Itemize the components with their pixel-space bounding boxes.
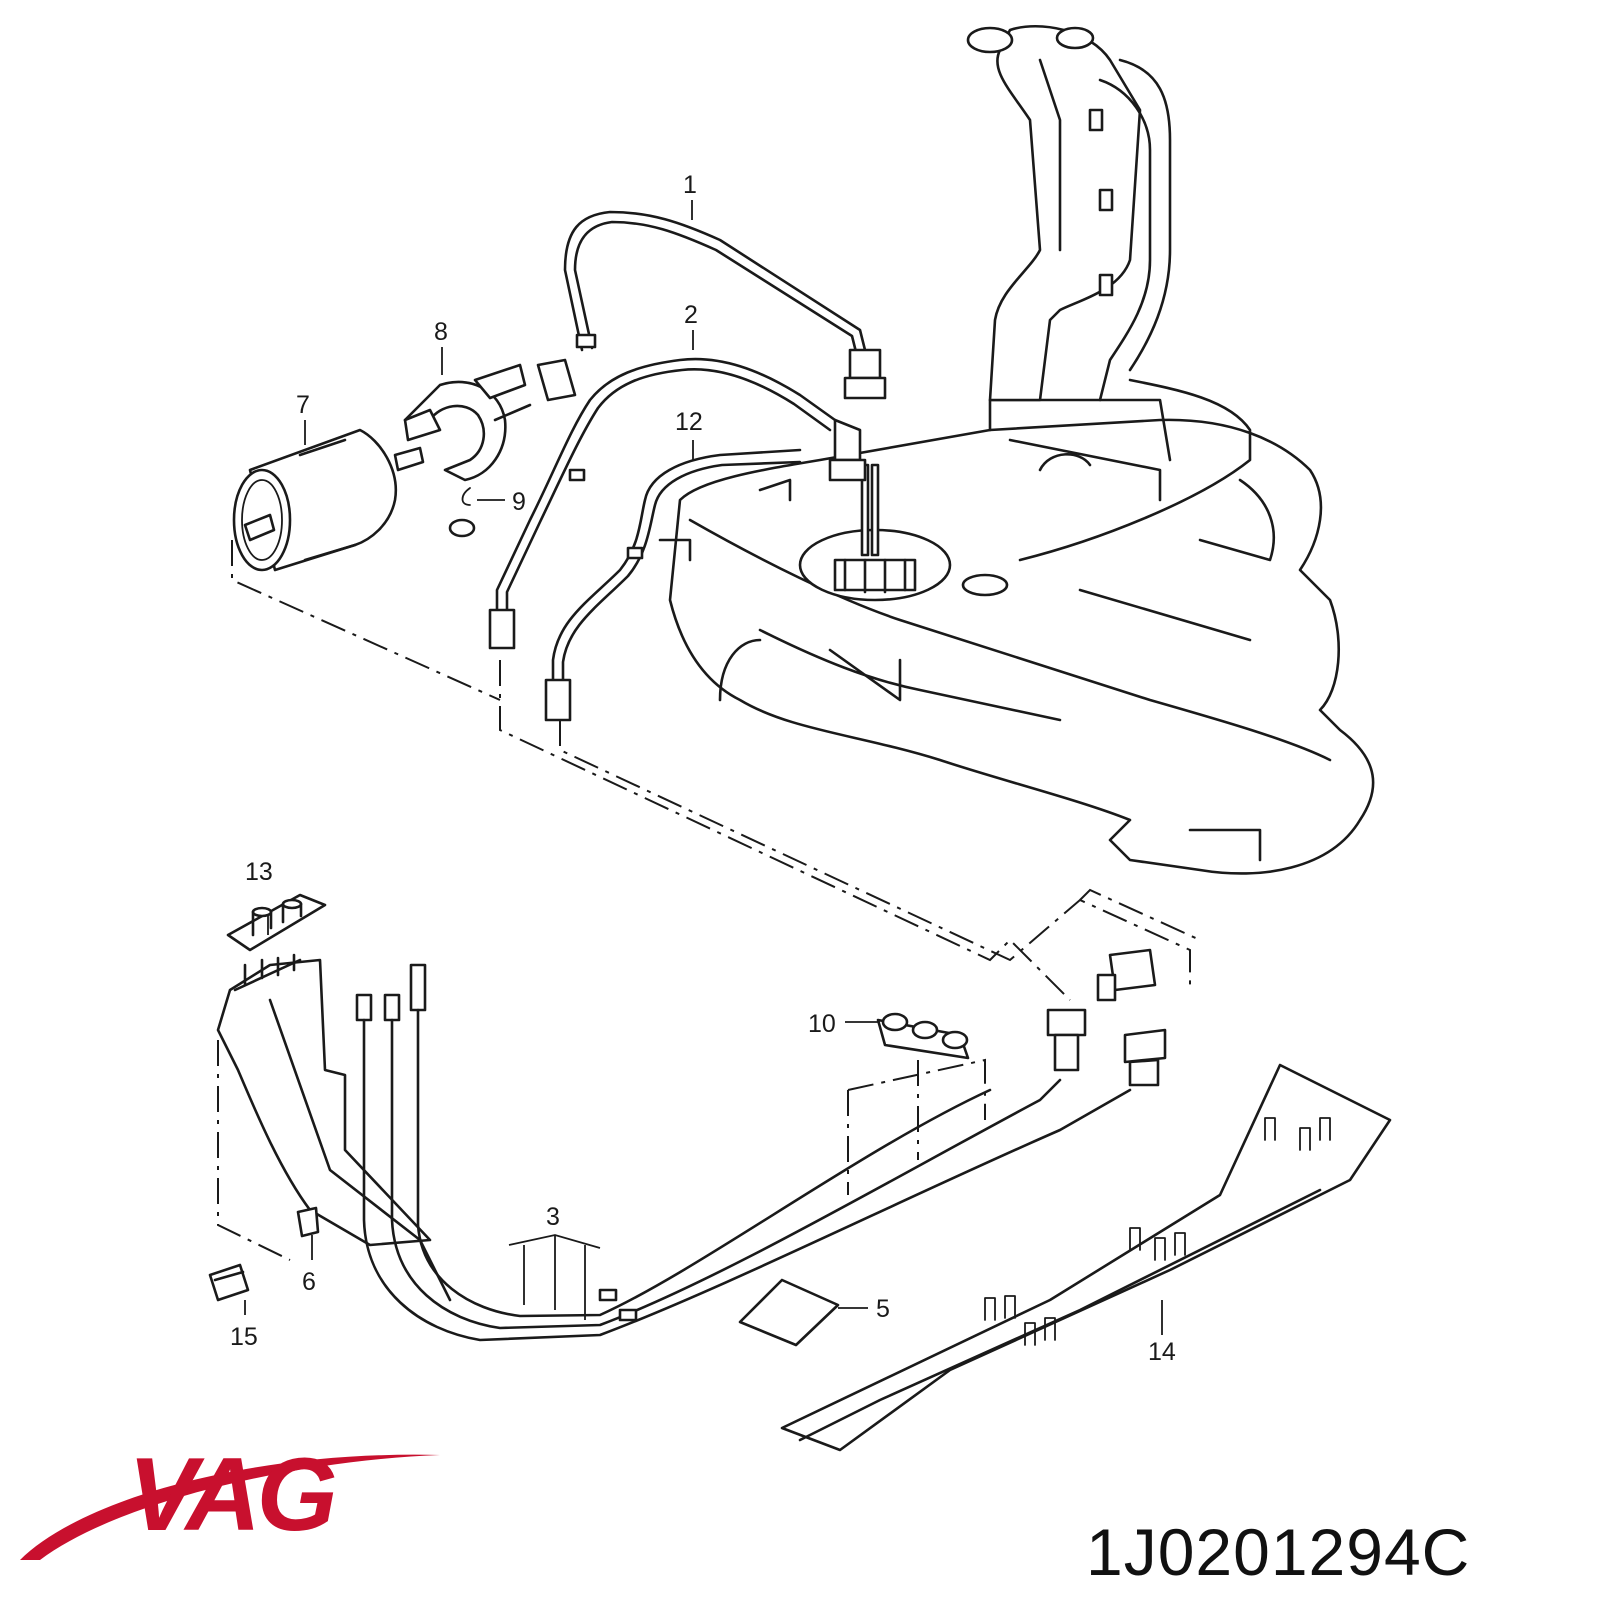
connectors-lower-right xyxy=(1046,948,1167,1087)
logo-swoosh xyxy=(20,1454,440,1560)
assembly-guide-lines xyxy=(217,540,1201,1261)
filter-bracket xyxy=(403,358,577,482)
pad-5 xyxy=(738,1278,840,1347)
fuel-line-1 xyxy=(563,210,887,400)
callout-labels: 1 2 12 7 8 9 10 13 3 5 6 15 14 xyxy=(230,171,1176,1366)
fuel-line-bundle-3 xyxy=(355,963,1132,1342)
callout-8: 8 xyxy=(434,318,448,346)
callout-2: 2 xyxy=(684,301,698,329)
callout-6: 6 xyxy=(302,1268,316,1296)
callout-15: 15 xyxy=(230,1323,258,1351)
fuel-filter xyxy=(232,428,425,572)
fuel-line-12 xyxy=(544,448,802,722)
line-holder-10 xyxy=(876,1012,970,1060)
callout-14: 14 xyxy=(1148,1338,1176,1366)
part-number: 1J0201294C xyxy=(1086,1515,1470,1589)
callout-leaders xyxy=(244,200,1163,1335)
callout-3: 3 xyxy=(546,1203,560,1231)
callout-5: 5 xyxy=(876,1295,890,1323)
fuel-tank xyxy=(658,24,1375,875)
callout-10: 10 xyxy=(808,1010,836,1038)
callout-9: 9 xyxy=(512,488,526,516)
bracket-13 xyxy=(226,893,327,952)
brand-name: VAG xyxy=(128,1437,335,1553)
callout-13: 13 xyxy=(245,858,273,886)
fuel-line-2 xyxy=(488,357,867,650)
vag-logo: VAG xyxy=(20,1437,440,1560)
fuel-pump-flange xyxy=(798,528,1009,602)
heat-shield-left xyxy=(216,953,432,1247)
callout-12: 12 xyxy=(675,408,703,436)
clip-15 xyxy=(208,1263,250,1302)
clip-9 xyxy=(448,487,476,538)
callout-7: 7 xyxy=(296,391,310,419)
callout-1: 1 xyxy=(683,171,697,199)
underbody-shield-14 xyxy=(780,1063,1392,1452)
